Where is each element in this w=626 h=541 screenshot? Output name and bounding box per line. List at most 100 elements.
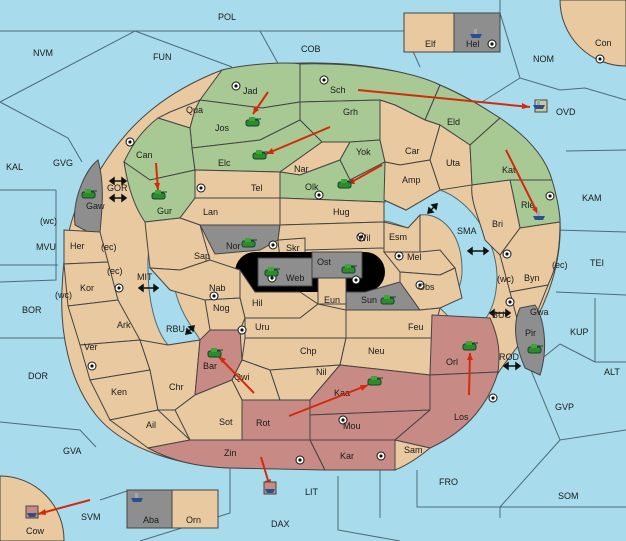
army-unit[interactable] [245,117,261,127]
svg-text:Kat: Kat [502,165,516,175]
province-zin[interactable] [146,439,326,471]
label-alt: ALT [604,367,620,377]
svg-text:Uru: Uru [255,322,270,332]
svg-text:Jad: Jad [243,86,258,96]
label-fun: FUN [153,52,172,62]
fleet-unit[interactable] [533,100,545,109]
units [25,29,545,519]
province-rot[interactable] [241,399,311,441]
province-con[interactable] [559,0,626,67]
province-aba[interactable] [126,489,173,529]
label-lit: LIT [305,487,319,497]
svg-text:Eld: Eld [447,117,460,127]
svg-text:Sam: Sam [404,445,423,455]
army-unit[interactable] [337,179,353,189]
svg-text:Hug: Hug [333,207,350,217]
label-kam: KAM [582,193,602,203]
svg-text:Amp: Amp [402,175,421,185]
svg-text:Nog: Nog [213,303,230,313]
army-unit[interactable] [241,238,257,248]
label-mvu: MVU [36,242,56,252]
army-unit[interactable] [341,264,357,274]
label-gvp: GVP [555,402,574,412]
svg-text:Can: Can [136,150,153,160]
label-dax: DAX [271,519,290,529]
province-esm[interactable] [383,213,421,253]
province-tel[interactable] [194,169,281,199]
svg-text:(wc): (wc) [40,216,57,226]
svg-text:Chp: Chp [300,346,317,356]
province-amp[interactable] [383,159,441,211]
svg-text:Hil: Hil [252,298,263,308]
province-hug[interactable] [279,197,385,226]
army-unit[interactable] [207,348,223,358]
svg-text:Kar: Kar [340,451,354,461]
label-mit: MIT [137,272,153,282]
coast-labels: (wc) (ec) (ec) (wc) (wc) (ec) [40,216,568,300]
army-unit[interactable] [151,190,167,200]
fleet-unit[interactable] [263,481,277,495]
svg-text:Uta: Uta [446,158,460,168]
label-sma: SMA [457,226,477,236]
label-cob: COB [301,44,321,54]
army-unit[interactable] [380,295,396,305]
svg-text:Orl: Orl [446,357,458,367]
svg-text:Nil: Nil [316,367,327,377]
svg-text:Sot: Sot [219,417,233,427]
province-pir[interactable] [515,304,545,376]
label-nvm: NVM [33,48,53,58]
svg-text:Tel: Tel [251,183,263,193]
province-feu[interactable] [345,307,441,339]
svg-text:Web: Web [286,273,304,283]
svg-text:Obs: Obs [418,282,435,292]
svg-text:Mou: Mou [343,421,361,431]
army-unit[interactable] [264,267,280,277]
svg-text:Sch: Sch [330,85,346,95]
army-unit[interactable] [462,341,478,351]
svg-text:Wil: Wil [358,233,371,243]
label-bor: BOR [22,305,42,315]
svg-text:Elf: Elf [425,39,436,49]
army-unit[interactable] [252,150,268,160]
svg-text:Neu: Neu [368,346,385,356]
fleet-unit[interactable] [25,505,39,519]
svg-text:(wc): (wc) [497,274,514,284]
svg-text:Rot: Rot [256,418,271,428]
army-unit[interactable] [527,344,543,354]
fleet-unit[interactable] [470,29,482,38]
province-obs[interactable] [399,267,463,311]
label-cow: Cow [26,526,45,536]
province-uta[interactable] [429,124,473,191]
army-unit[interactable] [367,376,383,386]
svg-text:(ec): (ec) [101,242,117,252]
svg-text:Sap: Sap [194,251,210,261]
svg-text:Eun: Eun [324,295,340,305]
province-lan[interactable] [179,197,281,226]
province-eun[interactable] [317,277,347,305]
svg-text:Yok: Yok [356,147,371,157]
label-con: Con [595,38,612,48]
province-ost[interactable] [311,251,363,279]
fleet-unit[interactable] [131,493,143,502]
svg-text:Esm: Esm [389,232,407,242]
label-rod: ROD [499,352,520,362]
army-unit[interactable] [81,189,97,199]
svg-text:Sun: Sun [361,295,377,305]
province-web[interactable] [257,257,313,287]
fleet-unit[interactable] [533,211,545,220]
province-elf[interactable] [403,12,455,53]
supply-centers [87,39,605,465]
province-orn[interactable] [171,489,219,529]
svg-text:Ken: Ken [111,387,127,397]
province-sam[interactable] [394,439,432,471]
svg-text:(ec): (ec) [552,260,568,270]
svg-text:Zin: Zin [224,448,237,458]
province-nog[interactable] [204,297,246,331]
label-kal: KAL [6,162,23,172]
svg-text:Mel: Mel [407,252,422,262]
svg-text:Her: Her [70,241,85,251]
label-svm: SVM [81,512,101,522]
svg-text:Lan: Lan [203,207,218,217]
svg-text:Chr: Chr [169,382,184,392]
